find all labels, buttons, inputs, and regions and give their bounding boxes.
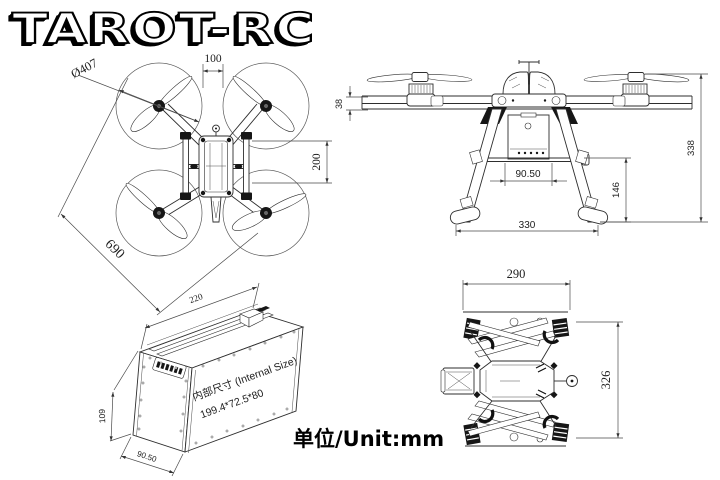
dim-center-width: 100 xyxy=(202,53,224,88)
front-view: 38 90.50 146 330 338 xyxy=(334,60,708,236)
top-view: 100 200 Ø407 690 xyxy=(57,53,332,316)
dim-skid-track: 330 xyxy=(455,220,599,236)
folded-motors xyxy=(477,330,560,429)
dim-rail-spacing: 200 xyxy=(252,140,332,184)
propeller xyxy=(130,75,193,132)
unit-note: 单位/Unit:mm xyxy=(293,427,445,451)
landing-rails-top xyxy=(180,132,252,200)
propeller xyxy=(232,75,295,132)
folded-foot xyxy=(551,317,570,338)
dim-overall-height: 338 xyxy=(600,73,708,223)
prop-circle xyxy=(222,62,310,150)
dim-label: 290 xyxy=(507,267,526,281)
propeller xyxy=(125,182,188,239)
dim-label: 326 xyxy=(599,371,613,390)
motor-left xyxy=(366,72,473,107)
battery-view: 内部尺寸 (Internal Size) 199.4*72.5*80 220 1… xyxy=(97,282,305,477)
brand-logo: TAROT-RC xyxy=(11,4,317,54)
folded-foot xyxy=(551,422,570,443)
folded-body xyxy=(479,360,555,402)
dim-folded-width: 290 xyxy=(462,267,571,310)
mount-bracket xyxy=(440,367,475,395)
antenna xyxy=(554,375,578,387)
dim-label: 330 xyxy=(519,220,536,231)
dim-label: 146 xyxy=(611,182,622,198)
dim-case-length: 220 xyxy=(140,282,260,350)
dim-label: 200 xyxy=(311,153,323,171)
landing-legs xyxy=(449,108,609,225)
dim-label: 38 xyxy=(334,99,344,109)
dim-folded-length: 326 xyxy=(576,321,623,439)
dim-label: 338 xyxy=(686,140,697,156)
rivets xyxy=(137,330,296,445)
battery-mounted xyxy=(507,112,550,160)
prop-circle xyxy=(115,62,203,150)
dim-label: 109 xyxy=(97,409,107,424)
canopy xyxy=(491,60,567,108)
motor-right xyxy=(583,72,690,107)
prop-circle xyxy=(222,169,310,257)
folded-view: 290 326 xyxy=(440,267,623,447)
dim-case-height: 109 xyxy=(97,350,139,442)
propeller xyxy=(231,193,307,231)
dim-label: 100 xyxy=(204,53,222,65)
center-body-top xyxy=(198,124,234,223)
dim-arm-height: 38 xyxy=(334,86,368,121)
case-side-face xyxy=(184,326,304,453)
dim-mount-width: 90.50 xyxy=(490,163,567,186)
dim-label: 220 xyxy=(188,291,205,305)
dim-label: 90.50 xyxy=(515,169,540,180)
